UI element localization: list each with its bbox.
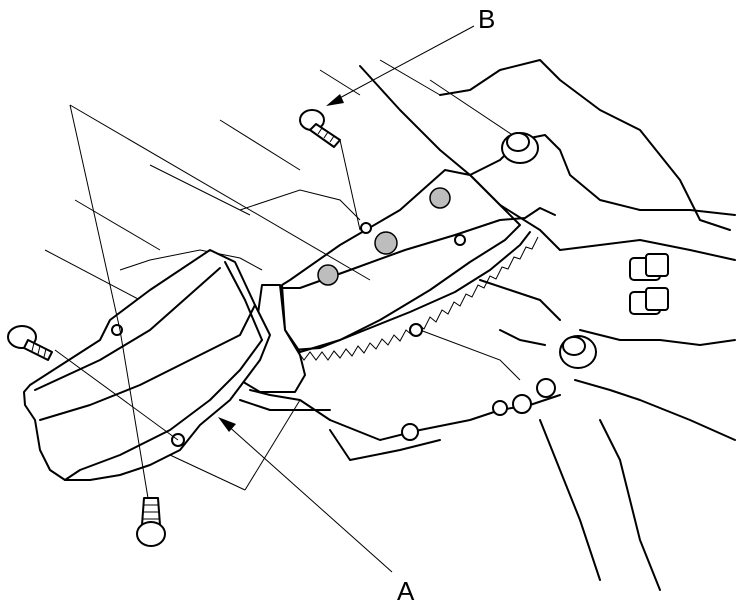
flywheel-bolt-hole <box>360 222 372 234</box>
flywheel-hole <box>429 187 451 209</box>
bolt-icon <box>629 287 669 315</box>
engine-boss <box>536 378 556 398</box>
callout-label-a: A <box>397 576 415 606</box>
leader-lines <box>54 104 371 499</box>
cover-plate <box>23 249 271 481</box>
flywheel-bolt-hole <box>454 234 466 246</box>
callout-label-b: B <box>478 4 495 34</box>
ring-gear-segment <box>279 169 556 361</box>
bolt-icon <box>136 497 166 547</box>
engine-bolt-group <box>401 132 669 441</box>
flywheel-hole <box>317 264 339 286</box>
bolt-icon <box>299 109 341 148</box>
flywheel-bolt-hole <box>409 323 423 337</box>
engine-boss <box>401 423 419 441</box>
flywheel-hole <box>374 231 398 255</box>
leader-arrow <box>326 25 475 106</box>
bolt-icon <box>501 132 539 164</box>
engine-boss <box>512 394 532 414</box>
engine-boss <box>492 400 508 416</box>
leader-arrow <box>218 417 393 573</box>
bolt-icon <box>629 253 669 281</box>
bolt-icon <box>7 325 53 361</box>
bolt-icon <box>559 335 597 369</box>
